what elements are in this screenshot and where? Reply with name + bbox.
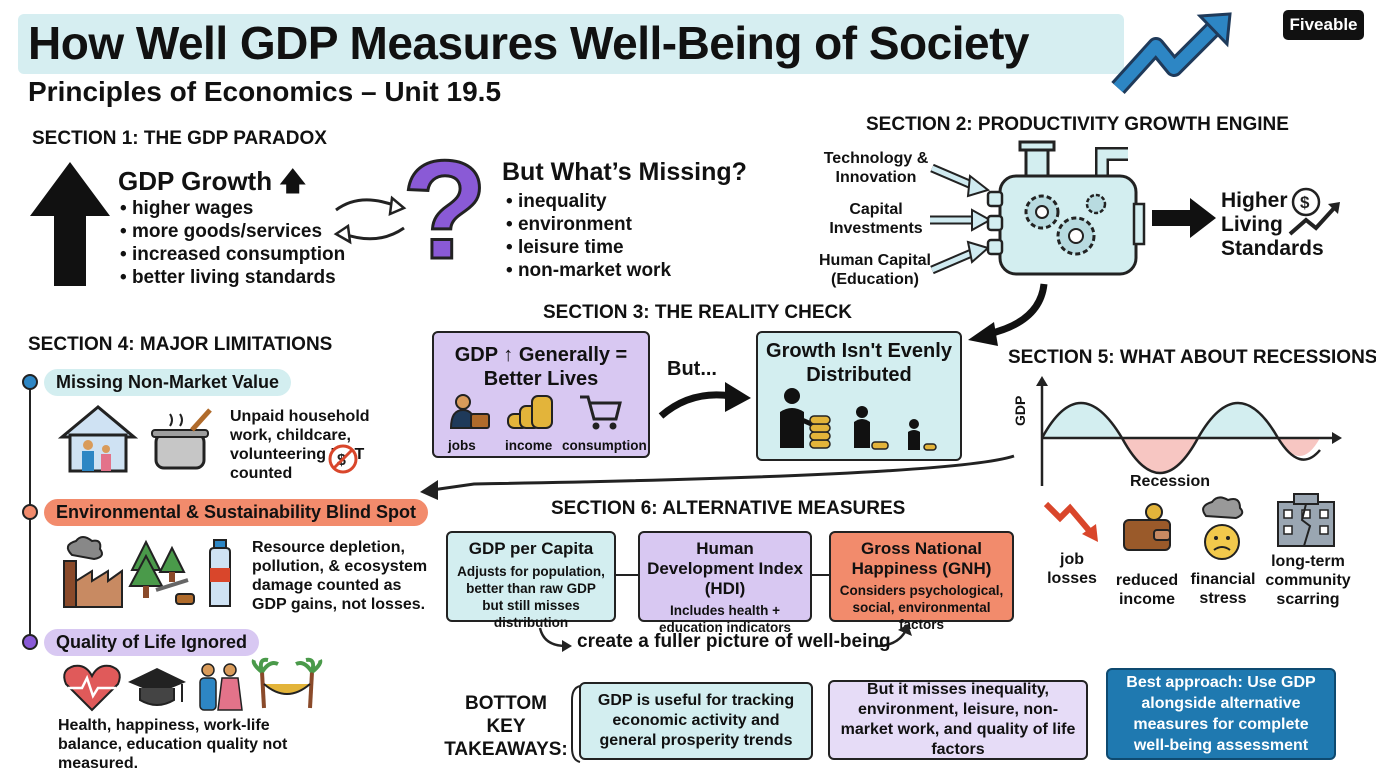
heart-health-icon	[63, 664, 121, 712]
gdp-better-lives-box: GDP ↑ Generally = Better Lives	[432, 331, 650, 458]
list-item: • leisure time	[506, 237, 624, 258]
takeaway-2: But it misses inequality, environment, l…	[828, 680, 1088, 760]
stress-face-icon	[1202, 496, 1244, 560]
cart-icon	[580, 395, 622, 430]
timeline-dot	[22, 374, 38, 390]
jobs-icon	[449, 394, 490, 429]
gdp-better-lives-text: GDP ↑ Generally = Better Lives	[454, 344, 628, 390]
measure-hdi: Human Development Index (HDI) Includes h…	[638, 531, 812, 635]
output-label: Higher Living Standards	[1221, 189, 1324, 260]
measure-gnh: Gross National Happiness (GNH) Considers…	[829, 531, 1014, 632]
section5-heading: SECTION 5: WHAT ABOUT RECESSIONS?	[1008, 347, 1376, 368]
cooking-pot-icon	[151, 408, 212, 470]
takeaways-label: BOTTOM KEY TAKEAWAYS:	[444, 693, 568, 760]
list-item: • better living standards	[120, 267, 336, 288]
measure-text: Includes health + education indicators	[658, 603, 792, 635]
deforestation-icon	[128, 539, 195, 605]
plastic-bottle-icon	[209, 539, 231, 607]
measures-caption: create a fuller picture of well-being	[577, 631, 891, 652]
money-growth-icon: $	[1288, 187, 1340, 236]
takeaway-3: Best approach: Use GDP alongside alterna…	[1106, 668, 1336, 760]
income-label: income	[505, 438, 553, 453]
limitation-2-title: Environmental & Sustainability Blind Spo…	[44, 499, 429, 526]
no-money-icon: $	[328, 444, 358, 474]
section6-heading: SECTION 6: ALTERNATIVE MEASURES	[551, 498, 906, 519]
job-losses-icon	[1043, 501, 1098, 542]
list-item: • inequality	[506, 191, 607, 212]
recession-chart	[1036, 376, 1342, 486]
big-up-arrow-icon	[30, 162, 110, 286]
recession-label: Recession	[1130, 473, 1211, 490]
up-arrow-icon: 🡅	[279, 166, 307, 196]
wallet-icon	[1123, 503, 1171, 551]
title-band	[18, 14, 1124, 74]
productivity-engine-icon	[986, 140, 1146, 276]
measure-gdp-per-capita: GDP per Capita Adjusts for population, b…	[446, 531, 616, 630]
jobs-label: jobs	[448, 438, 476, 453]
output-arrow	[1152, 198, 1216, 238]
damaged-building-icon	[1277, 493, 1335, 547]
takeaway-text: Best approach: Use GDP alongside alterna…	[1126, 674, 1316, 754]
list-item: • more goods/services	[120, 221, 323, 242]
list-item: • environment	[506, 214, 632, 235]
but-arrow	[658, 382, 751, 419]
trend-up-arrow-icon	[1111, 12, 1232, 95]
section1-heading: SECTION 1: THE GDP PARADOX	[32, 128, 327, 149]
measure-text: Adjusts for population, better than raw …	[457, 564, 605, 630]
income-coins-icon	[507, 395, 553, 429]
input-technology: Technology & Innovation	[823, 150, 929, 186]
effect-community-scarring: long-term community scarring	[1265, 553, 1351, 608]
svg-text:$: $	[1300, 193, 1310, 212]
consumption-label: consumption	[562, 438, 647, 453]
cycle-arrows-icon	[333, 195, 407, 245]
gdp-axis-label: GDP	[1012, 395, 1028, 426]
measure-title: Gross National Happiness (GNH)	[851, 539, 992, 578]
fiveable-logo: Fiveable	[1283, 10, 1364, 40]
gdp-growth-title: GDP Growth 🡅	[118, 166, 307, 196]
input-capital: Capital Investments	[829, 201, 923, 237]
timeline-dot	[22, 504, 38, 520]
takeaways-bracket	[571, 685, 581, 763]
measure-text: Considers psychological, social, environ…	[839, 583, 1004, 632]
hammock-palms-icon	[251, 657, 323, 709]
growth-list: • higher wages • more goods/services • i…	[120, 197, 345, 289]
factory-icon	[63, 536, 123, 608]
takeaway-text: But it misses inequality, environment, l…	[840, 681, 1076, 758]
graduation-cap-icon	[128, 668, 186, 706]
limitation-1-text: Unpaid household work, childcare, volunt…	[230, 408, 370, 482]
section4-heading: SECTION 4: MAJOR LIMITATIONS	[28, 334, 333, 355]
limitation-1-title: Missing Non-Market Value	[44, 369, 292, 396]
curved-arrow-to-section6	[420, 454, 1015, 500]
input-arrows	[930, 163, 993, 275]
list-item: • non-market work	[506, 260, 672, 281]
timeline-dot	[22, 634, 38, 650]
but-label: But...	[667, 358, 717, 380]
missing-list: • inequality • environment • leisure tim…	[506, 190, 671, 282]
takeaway-1: GDP is useful for tracking economic acti…	[579, 682, 813, 760]
section3-heading: SECTION 3: THE REALITY CHECK	[543, 302, 852, 323]
list-item: • higher wages	[120, 198, 254, 219]
input-human-capital: Human Capital (Education)	[818, 252, 931, 288]
measure-title: Human Development Index (HDI)	[647, 539, 803, 598]
caption-arrows	[538, 624, 912, 652]
measure-title: GDP per Capita	[468, 539, 594, 558]
page-title: How Well GDP Measures Well-Being of Soci…	[28, 17, 1029, 69]
effect-financial-stress: financial stress	[1190, 571, 1256, 607]
growth-not-even-text: Growth Isn't Evenly Distributed	[766, 340, 952, 386]
missing-title: But What’s Missing?	[502, 158, 747, 186]
section2-heading: SECTION 2: PRODUCTIVITY GROWTH ENGINE	[866, 114, 1289, 135]
limitation-3-title: Quality of Life Ignored	[44, 629, 260, 656]
limitation-3-text: Health, happiness, work-life balance, ed…	[58, 717, 288, 768]
question-mark-icon: ?	[401, 131, 490, 288]
house-family-icon	[57, 405, 139, 473]
limitation-2-text: Resource depletion, pollution, & ecosyst…	[252, 539, 428, 613]
curved-arrow-to-section3	[968, 283, 1048, 346]
effect-job-losses: job losses	[1047, 551, 1097, 587]
couple-icon	[199, 663, 243, 711]
inequality-people-icon	[780, 388, 937, 451]
list-item: • increased consumption	[120, 244, 346, 265]
page-subtitle: Principles of Economics – Unit 19.5	[28, 76, 502, 107]
effect-reduced-income: reduced income	[1115, 572, 1179, 608]
takeaway-text: GDP is useful for tracking economic acti…	[597, 692, 795, 749]
